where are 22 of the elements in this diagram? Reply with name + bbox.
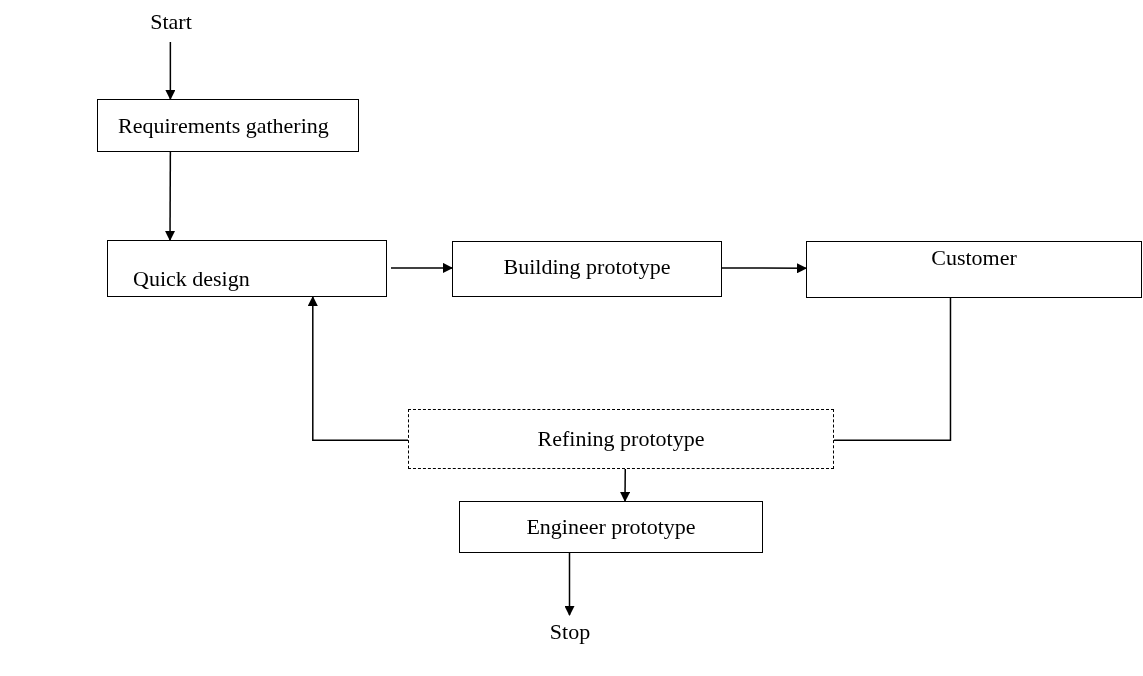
connector-line bbox=[833, 297, 952, 441]
arrow bbox=[307, 296, 409, 441]
terminal-label: Start bbox=[140, 2, 202, 42]
box-label: Engineer prototype bbox=[526, 514, 696, 540]
process-box bbox=[806, 241, 1142, 298]
arrow bbox=[721, 263, 807, 274]
process-box bbox=[452, 241, 722, 297]
box-label: Refining prototype bbox=[537, 426, 705, 452]
arrow bbox=[390, 262, 453, 273]
box-label: Requirements gathering bbox=[118, 112, 329, 139]
process-box bbox=[107, 240, 387, 297]
process-box bbox=[97, 99, 359, 152]
process-box bbox=[408, 409, 834, 469]
box-label: Quick design bbox=[133, 266, 250, 292]
box-label: Building prototype bbox=[503, 254, 671, 280]
arrow bbox=[165, 151, 176, 241]
process-box bbox=[459, 501, 763, 553]
box-label: Customer bbox=[931, 245, 1017, 271]
arrow bbox=[165, 41, 176, 100]
arrow bbox=[564, 552, 575, 616]
terminal-label: Stop bbox=[545, 615, 595, 649]
arrow bbox=[620, 468, 631, 502]
